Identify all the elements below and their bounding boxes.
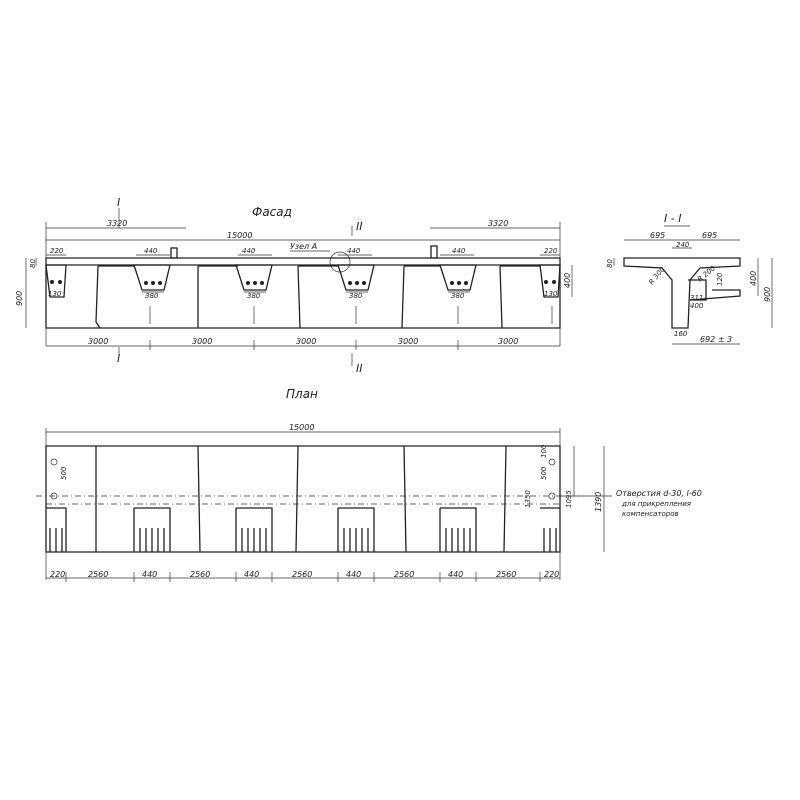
dim-1350: 1350 (524, 490, 532, 508)
dim-120: 120 (716, 272, 724, 286)
bottom-ticks (149, 340, 459, 350)
dim-3000-5: 3000 (498, 337, 518, 346)
dim-3000-2: 3000 (192, 337, 212, 346)
rib-end-right (539, 264, 561, 298)
plan-bottom-dim-0: 220 (50, 570, 65, 579)
rib-1 (133, 264, 171, 291)
dim-400-section: 400 (749, 271, 758, 286)
rib-3 (337, 264, 375, 291)
rib-end-left (45, 264, 67, 298)
panel-seam-4 (401, 265, 440, 329)
dim-3320-left: 3320 (107, 219, 127, 228)
panel-seam-3 (297, 265, 338, 329)
hole-note-line-1: Отверстия d-30, l-60 (616, 489, 702, 498)
t-beam-profile (623, 257, 741, 329)
panel-seam-2 (197, 265, 238, 328)
dim-380-3: 380 (349, 292, 363, 300)
dim-1390: 1390 (594, 492, 603, 512)
facade-title: Фасад (252, 205, 292, 219)
bolt-dots-facade (50, 280, 556, 285)
dim-total-facade: 15000 (227, 231, 252, 240)
dim-500-left: 500 (60, 466, 68, 480)
plan-bottom-ticks (65, 572, 541, 582)
plan-title: План (286, 387, 318, 401)
node-label: Узел А (290, 242, 317, 251)
section-mark-II-bottom: II (356, 362, 363, 375)
plan-bottom-dim-8: 440 (448, 570, 463, 579)
plan-slabs (95, 445, 507, 553)
dim-3320-right: 3320 (488, 219, 508, 228)
dim-220-right: 220 (544, 247, 558, 255)
plan-bottom-dim-5: 2560 (292, 570, 312, 579)
dim-695-right: 695 (702, 231, 717, 240)
dim-130-left: 130 (48, 290, 62, 298)
panel-seam-1 (95, 265, 134, 329)
dim-692: 692 ± 3 (700, 335, 732, 344)
dim-440-1: 440 (144, 247, 158, 255)
plan-ribs (46, 507, 560, 552)
panel-seam-5 (499, 265, 540, 329)
dim-1095: 1095 (565, 490, 573, 508)
dim-220-left: 220 (50, 247, 64, 255)
dim-3000-3: 3000 (296, 337, 316, 346)
facade-view: Фасад I I II II 3320 3320 15000 220 220 … (15, 196, 573, 375)
plan-bottom-dim-10: 220 (544, 570, 559, 579)
section-mark-I-top: I (117, 196, 120, 209)
dim-400-right: 400 (563, 273, 572, 288)
plan-holes (50, 458, 556, 500)
dim-80-section: 80 (606, 259, 614, 268)
section-view: I - I 695 695 240 R 300 R 200 120 311 40… (606, 212, 773, 345)
hole-note-line-3: компенсаторов (622, 510, 679, 518)
section-mark-I-bottom: I (117, 352, 120, 365)
dim-r300: R 300 (647, 265, 667, 286)
dim-3000-4: 3000 (398, 337, 418, 346)
plan-bottom-dim-6: 440 (346, 570, 361, 579)
dim-100: 100 (540, 444, 548, 458)
centre-ticks (149, 306, 553, 324)
plan-bottom-dim-4: 440 (244, 570, 259, 579)
plan-bottom-dim-2: 440 (142, 570, 157, 579)
bracket (689, 289, 741, 301)
plan-bottom-dim-1: 2560 (88, 570, 108, 579)
dim-400b: 400 (690, 302, 704, 310)
plan-bottom-dim-7: 2560 (394, 570, 414, 579)
dim-440-3: 440 (347, 247, 361, 255)
dim-440-4: 440 (452, 247, 466, 255)
dim-380-1: 380 (145, 292, 159, 300)
rib-2 (235, 264, 273, 291)
dim-80-left: 80 (29, 259, 37, 268)
dim-500-right: 500 (540, 466, 548, 480)
section-mark-II-top: II (356, 220, 363, 233)
dim-380-4: 380 (451, 292, 465, 300)
dim-900-left: 900 (15, 291, 24, 306)
hole-note-line-2: для прикрепления (621, 500, 691, 508)
dim-240: 240 (676, 241, 690, 249)
dim-900-section: 900 (763, 287, 772, 302)
lifting-hook-1 (170, 247, 178, 259)
dim-380-2: 380 (247, 292, 261, 300)
top-flange (45, 257, 561, 266)
beam-outline (45, 265, 561, 329)
plan-view: План 15000 (36, 387, 702, 582)
plan-outline (45, 445, 561, 553)
plan-bottom-dim-9: 2560 (496, 570, 516, 579)
dim-130-right: 130 (544, 290, 558, 298)
rib-4 (439, 264, 477, 291)
dim-total-plan: 15000 (289, 423, 314, 432)
section-title: I - I (664, 212, 681, 225)
dim-160: 160 (674, 330, 688, 338)
dim-440-2: 440 (242, 247, 256, 255)
dim-3000-1: 3000 (88, 337, 108, 346)
lifting-hook-2 (430, 245, 438, 259)
plan-bottom-dim-3: 2560 (190, 570, 210, 579)
dim-311: 311 (690, 294, 703, 302)
dim-695-left: 695 (650, 231, 665, 240)
